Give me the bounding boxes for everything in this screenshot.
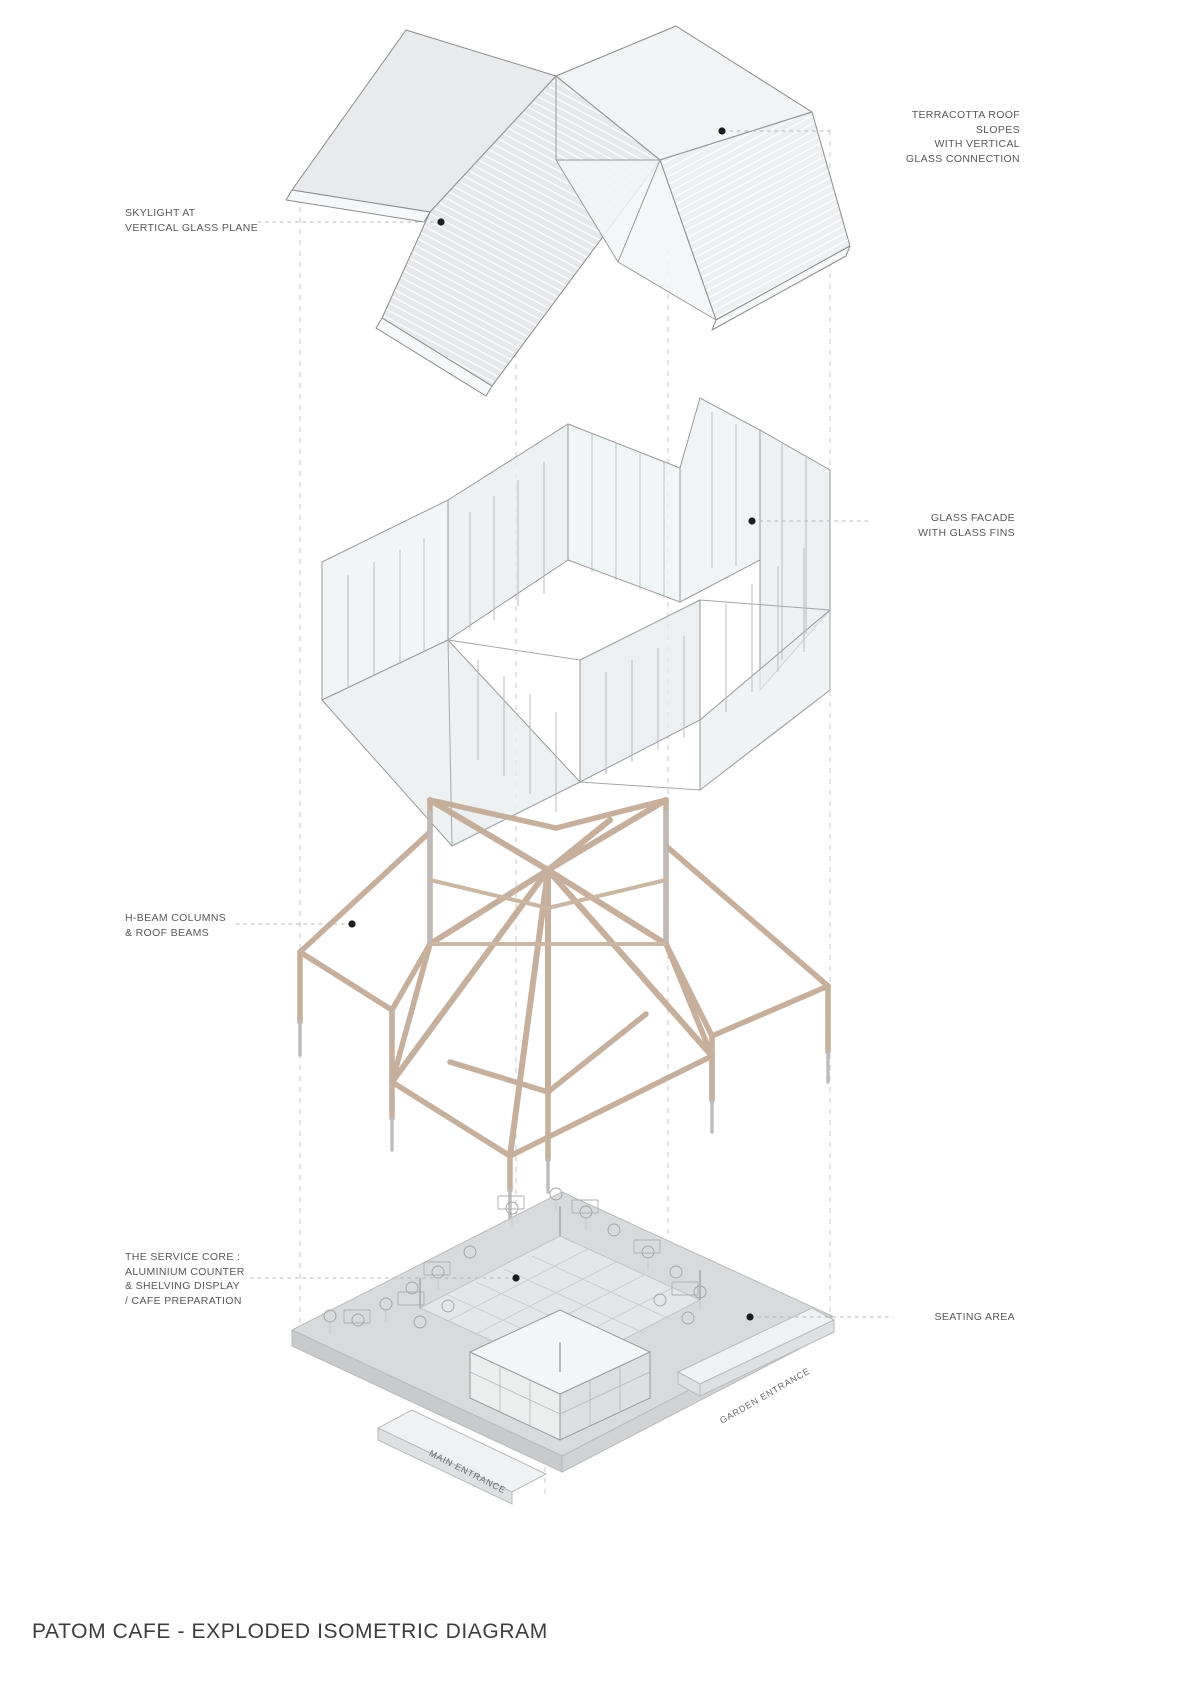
marker-dot-seating-area (746, 1313, 754, 1321)
marker-dot-h-beam (348, 920, 356, 928)
annotation-h-beam: H-BEAM COLUMNS & ROOF BEAMS (125, 912, 227, 939)
marker-dot-terracotta-roof (718, 127, 726, 135)
page-title: PATOM CAFE - EXPLODED ISOMETRIC DIAGRAM (32, 1620, 548, 1643)
marker-dot-glass-facade (748, 517, 756, 525)
annotation-seating-area: SEATING AREA (934, 1311, 1015, 1323)
marker-dot-service-core (512, 1274, 520, 1282)
annotation-skylight: SKYLIGHT AT VERTICAL GLASS PLANE (125, 207, 259, 234)
annotation-glass-facade: GLASS FACADE WITH GLASS FINS (918, 512, 1015, 539)
annotation-terracotta-roof: TERRACOTTA ROOF SLOPES WITH VERTICAL GLA… (905, 109, 1020, 165)
marker-dot-skylight (437, 218, 445, 226)
annotation-service-core: THE SERVICE CORE : ALUMINIUM COUNTER & S… (125, 1251, 245, 1307)
